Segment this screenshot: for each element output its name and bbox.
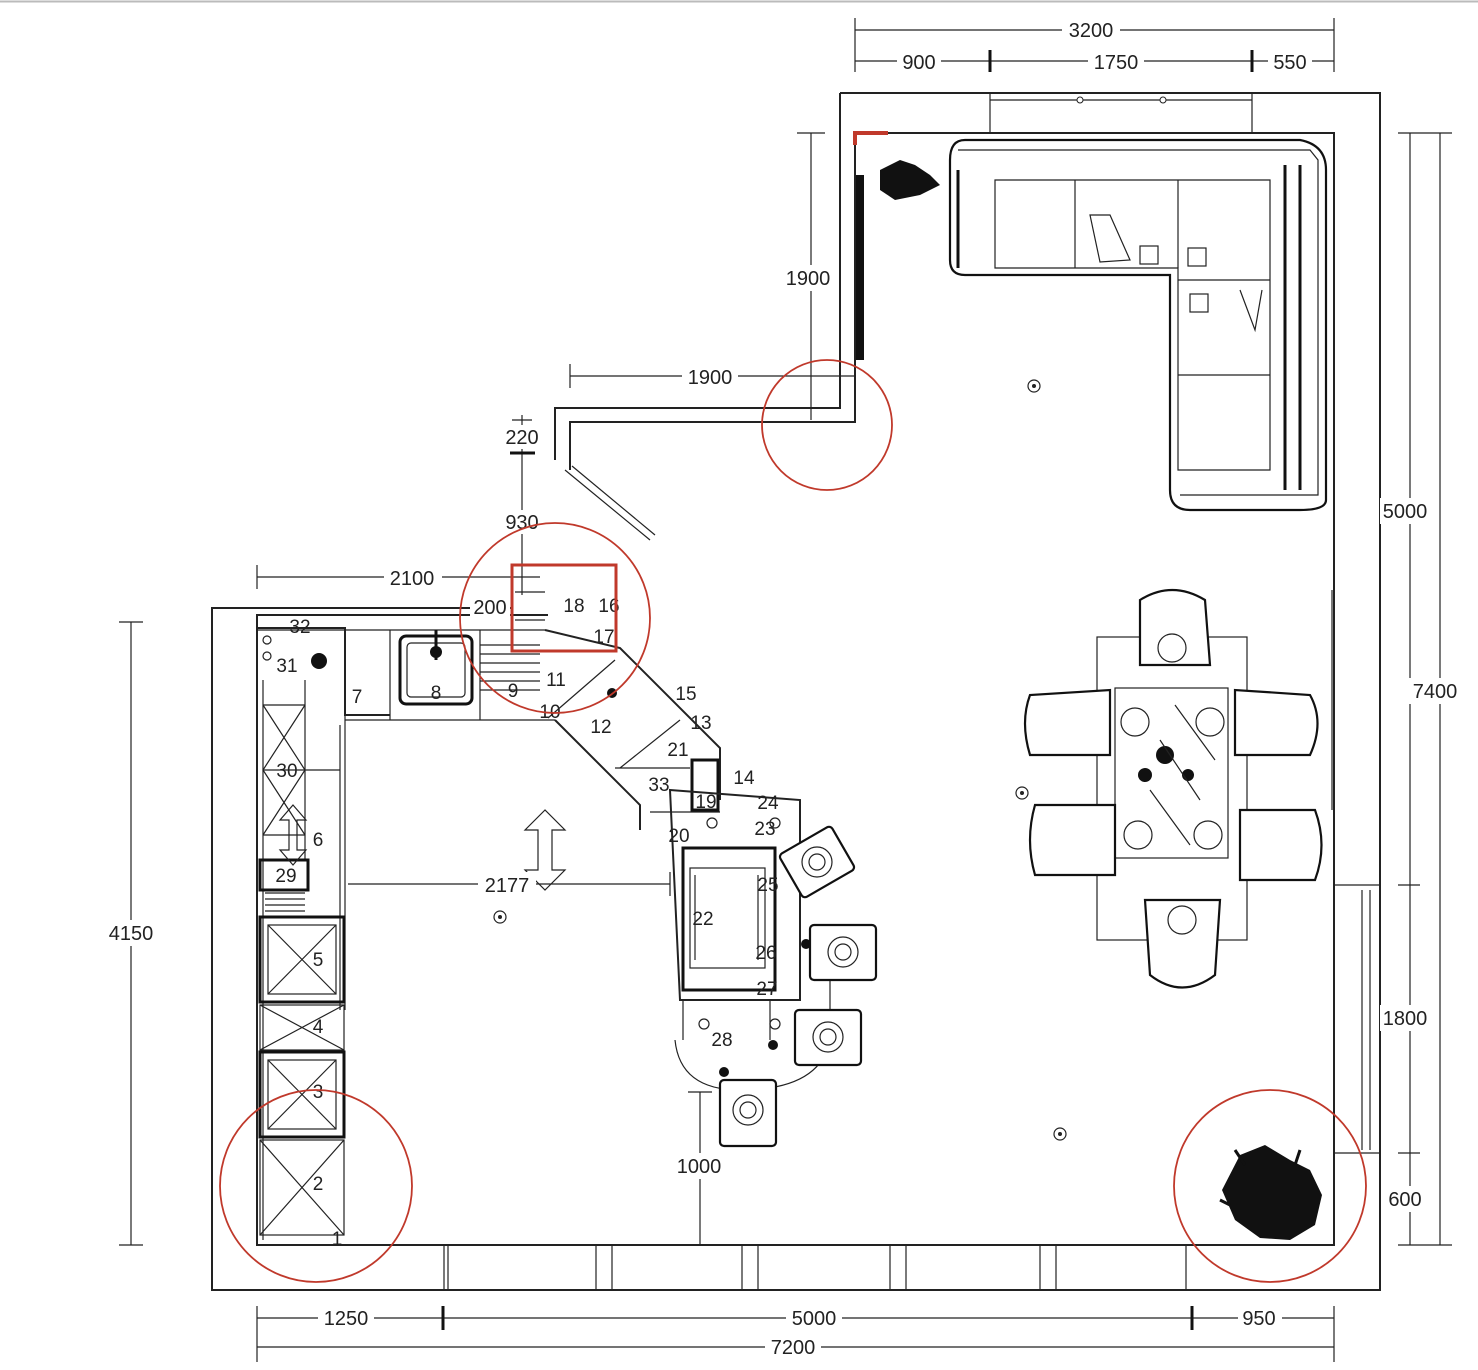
dim-kitchen-width: 2100	[390, 568, 435, 590]
cabinet-label: 23	[754, 819, 775, 840]
cabinet-label: 12	[590, 717, 611, 738]
kitchen-island	[668, 788, 831, 1091]
dim-hall-depth: 930	[505, 512, 538, 534]
markup-circle	[219, 1089, 413, 1283]
dim-door-width: 220	[505, 427, 538, 449]
ceiling-lights	[493, 379, 1067, 1141]
dim-right-mid: 1800	[1383, 1008, 1428, 1030]
island-top	[681, 846, 777, 992]
dim-right-total: 7400	[1413, 681, 1458, 703]
chair	[1023, 688, 1150, 757]
dim-top-right: 550	[1273, 52, 1306, 74]
cabinet-label: 14	[733, 768, 755, 789]
cabinet-label: 3	[313, 1082, 324, 1103]
cabinet-numbers: 1 2 3 4 5 6 7 8 9 10 11 12 13 14 15 16 1…	[275, 596, 779, 1250]
cabinet-label: 1	[332, 1229, 343, 1250]
chair	[1195, 688, 1319, 757]
oven	[258, 858, 310, 892]
markup-corner	[853, 131, 888, 145]
arrow-icon	[278, 804, 308, 866]
dim-top-total: 3200	[1069, 20, 1114, 42]
cabinet-label: 15	[675, 684, 696, 705]
cabinet-label: 32	[289, 617, 310, 638]
door-strip	[856, 175, 864, 360]
cabinet-label: 11	[546, 670, 566, 691]
stool	[778, 825, 856, 899]
cabinet-label: 24	[757, 793, 779, 814]
cabinet-label: 19	[695, 792, 716, 813]
cabinet-label: 20	[668, 826, 689, 847]
dim-hall-horizontal: 1900	[688, 367, 733, 389]
cabinet-label: 6	[313, 830, 324, 851]
arrow-icon	[523, 809, 567, 891]
bar-stools	[718, 825, 878, 1148]
cabinet-label: 30	[276, 761, 297, 782]
cabinet-label: 21	[667, 740, 688, 761]
dim-bottom-mid: 5000	[792, 1308, 837, 1330]
dim-bottom-right: 950	[1242, 1308, 1275, 1330]
walls	[211, 92, 1381, 1291]
cabinet-label: 9	[508, 681, 519, 702]
dim-bottom-total: 7200	[771, 1337, 816, 1359]
dim-corner-gap: 200	[473, 597, 506, 619]
bin	[311, 653, 327, 669]
dim-right-upper: 5000	[1383, 501, 1428, 523]
ceiling-light-icon	[1015, 786, 1029, 800]
cabinet-label: 7	[352, 687, 363, 708]
cabinet-label: 26	[755, 943, 776, 964]
dim-island-clearance: 1000	[677, 1156, 722, 1178]
cabinet-label: 33	[648, 775, 669, 796]
chair	[1028, 803, 1153, 877]
cabinet-label: 16	[598, 596, 619, 617]
cabinet-label: 4	[313, 1017, 324, 1038]
dim-hall-vertical: 1900	[786, 268, 831, 290]
cabinet-label: 17	[593, 627, 614, 648]
cabinet-label: 8	[431, 683, 442, 704]
ceiling-light-icon	[493, 910, 507, 924]
markup-circle	[761, 359, 893, 491]
dim-top-mid: 1750	[1094, 52, 1139, 74]
cabinet-label: 25	[757, 875, 778, 896]
kitchen-cabinets	[257, 627, 721, 1240]
sectional-sofa	[880, 138, 1328, 512]
cabinet-label: 27	[756, 979, 777, 1000]
dim-bottom-left: 1250	[324, 1308, 369, 1330]
markup-circle	[459, 522, 651, 714]
chair	[1143, 898, 1222, 989]
cabinet-label: 22	[692, 909, 713, 930]
cabinet-label: 2	[313, 1174, 324, 1195]
dim-top-left: 900	[902, 52, 935, 74]
plant-icon	[1219, 1145, 1322, 1240]
stool	[793, 1008, 863, 1067]
markup-rectangle	[510, 563, 618, 653]
cabinet-label: 29	[275, 866, 296, 887]
dining-table	[1096, 636, 1248, 941]
cabinet-label: 18	[563, 596, 584, 617]
dim-kitchen-gap: 2177	[485, 875, 530, 897]
dimension-labels: 3200 900 1750 550 5000 7400 1800 600 415…	[103, 18, 1464, 1360]
cabinet-label: 28	[711, 1030, 732, 1051]
dim-left-height: 4150	[109, 923, 154, 945]
ceiling-light-icon	[1027, 379, 1041, 393]
cabinet-label: 31	[276, 656, 297, 677]
plant-icon	[880, 160, 940, 200]
chair	[1193, 808, 1323, 882]
cabinet-19	[690, 758, 720, 812]
markup-circle	[1173, 1089, 1367, 1283]
stool	[718, 1078, 778, 1148]
cabinet-label: 13	[690, 713, 711, 734]
markup-annotations	[219, 131, 1367, 1283]
cabinet-label: 5	[313, 950, 324, 971]
dim-right-lower: 600	[1388, 1189, 1421, 1211]
dining-set	[1023, 589, 1323, 989]
stool	[808, 923, 878, 982]
ceiling-light-icon	[1053, 1127, 1067, 1141]
cabinet-5	[258, 915, 346, 1004]
chair	[1138, 589, 1212, 667]
